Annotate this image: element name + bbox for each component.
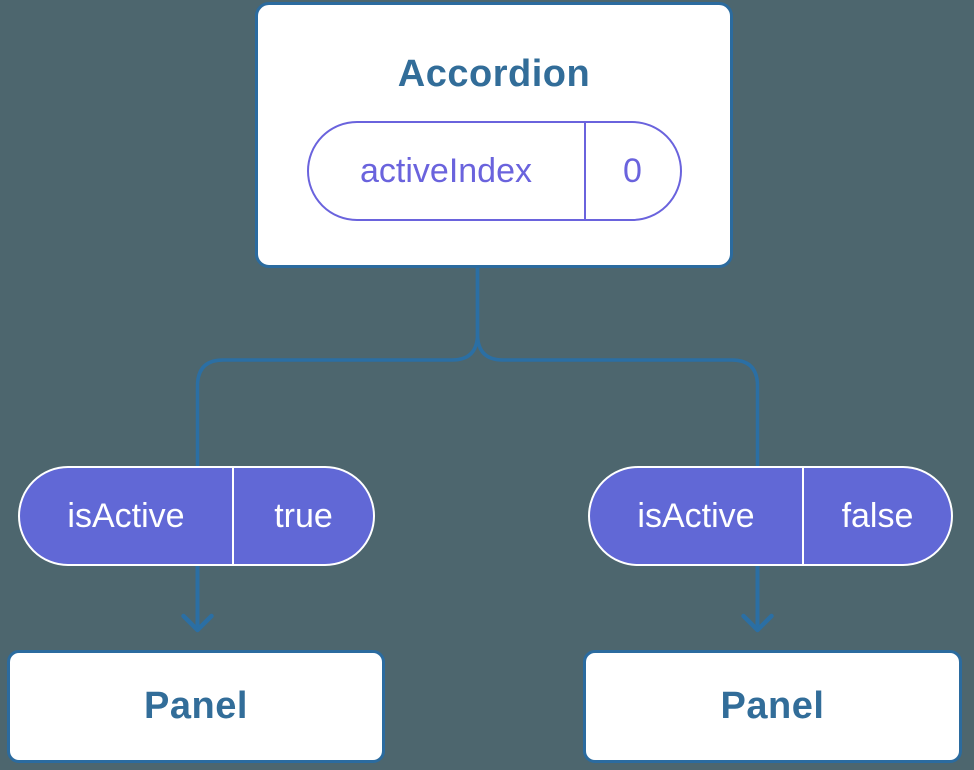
panel-node-left: Panel <box>7 650 385 763</box>
prop-pill-value: false <box>841 496 914 535</box>
state-pill-value: 0 <box>623 151 642 190</box>
prop-pill-isactive-false: isActive false <box>588 466 953 566</box>
prop-pill-value: true <box>274 496 333 535</box>
panel-title: Panel <box>720 685 825 727</box>
prop-pill-label: isActive <box>20 468 234 564</box>
arrow-down-right-icon <box>741 566 774 633</box>
prop-pill-isactive-true: isActive true <box>18 466 375 566</box>
accordion-node: Accordion activeIndex 0 <box>255 2 733 268</box>
arrow-down-left-icon <box>181 566 214 633</box>
state-pill-label: activeIndex <box>309 123 586 219</box>
state-pill-activeindex: activeIndex 0 <box>306 121 682 221</box>
prop-pill-label: isActive <box>590 468 804 564</box>
fork-connector-left <box>195 268 480 466</box>
fork-connector-right <box>475 268 760 466</box>
accordion-title: Accordion <box>397 53 591 95</box>
panel-title: Panel <box>144 685 248 727</box>
panel-node-right: Panel <box>583 650 962 763</box>
